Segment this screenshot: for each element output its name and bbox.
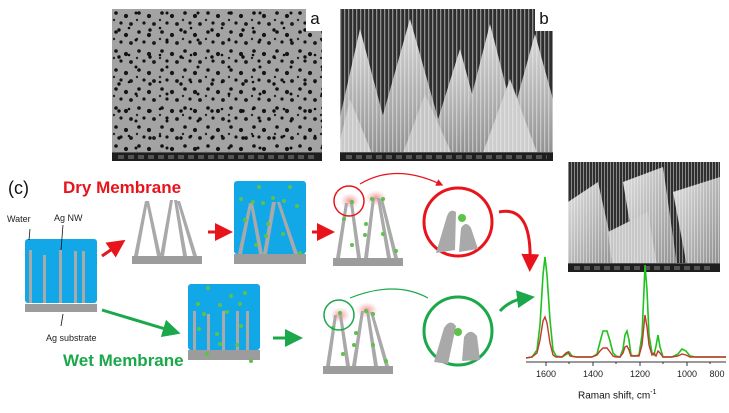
sem-info-bar <box>340 152 553 161</box>
sem-info-bar <box>568 263 720 272</box>
x-axis-ticks <box>545 362 711 366</box>
dry-hotspot-zoom <box>422 186 494 258</box>
x-tick-1200: 1200 <box>630 369 650 379</box>
nanowire-bundles-texture <box>340 9 553 161</box>
arrow-dry-to-spectrum <box>498 209 540 272</box>
dry-membrane-analyte <box>234 181 306 264</box>
nanowire-bundles-texture <box>568 162 720 272</box>
wet-membrane-analyte <box>188 284 260 363</box>
x-tick-1400: 1400 <box>583 369 603 379</box>
wet-spectrum-line <box>525 256 726 359</box>
x-tick-1000: 1000 <box>677 369 697 379</box>
dry-spectrum-line <box>525 314 726 359</box>
wet-hotspot-zoom <box>422 295 494 367</box>
x-axis-label-text: Raman shift, cm <box>578 390 651 402</box>
wet-hotspot-nanowires <box>323 288 429 374</box>
dry-collapsed-nanowires <box>132 200 202 264</box>
raman-spectrum-chart: 1600 1400 1200 1000 800 <box>525 256 726 379</box>
x-tick-800: 800 <box>709 369 724 379</box>
x-tick-1600: 1600 <box>536 369 556 379</box>
ag-substrate-label: Ag substrate <box>46 333 97 343</box>
sem-image-a <box>112 9 322 161</box>
panel-label-b: b <box>535 9 553 31</box>
panel-label-a: a <box>306 9 324 31</box>
arrow-to-dry <box>101 239 126 258</box>
wet-membrane-title: Wet Membrane <box>63 351 184 370</box>
ag-nw-label: Ag NW <box>54 213 83 223</box>
arrow-to-wet <box>101 308 181 338</box>
sem-inset-image <box>568 162 720 272</box>
dry-membrane-title: Dry Membrane <box>63 178 182 197</box>
water-label: Water <box>7 214 31 224</box>
hotspot-highlight-circle <box>323 299 355 331</box>
x-axis-label: Raman shift, cm-1 <box>578 389 656 401</box>
sem-image-b <box>340 9 553 161</box>
arrow-wet-to-spectrum <box>498 290 535 313</box>
hotspot-highlight-circle <box>333 185 365 217</box>
porous-membrane-texture <box>112 9 322 161</box>
initial-membrane-in-water <box>25 224 97 327</box>
dry-hotspot-nanowires <box>333 172 444 266</box>
sem-info-bar <box>112 152 322 161</box>
panel-label-c: (c) <box>8 178 29 198</box>
x-axis-label-exponent: -1 <box>650 389 657 396</box>
